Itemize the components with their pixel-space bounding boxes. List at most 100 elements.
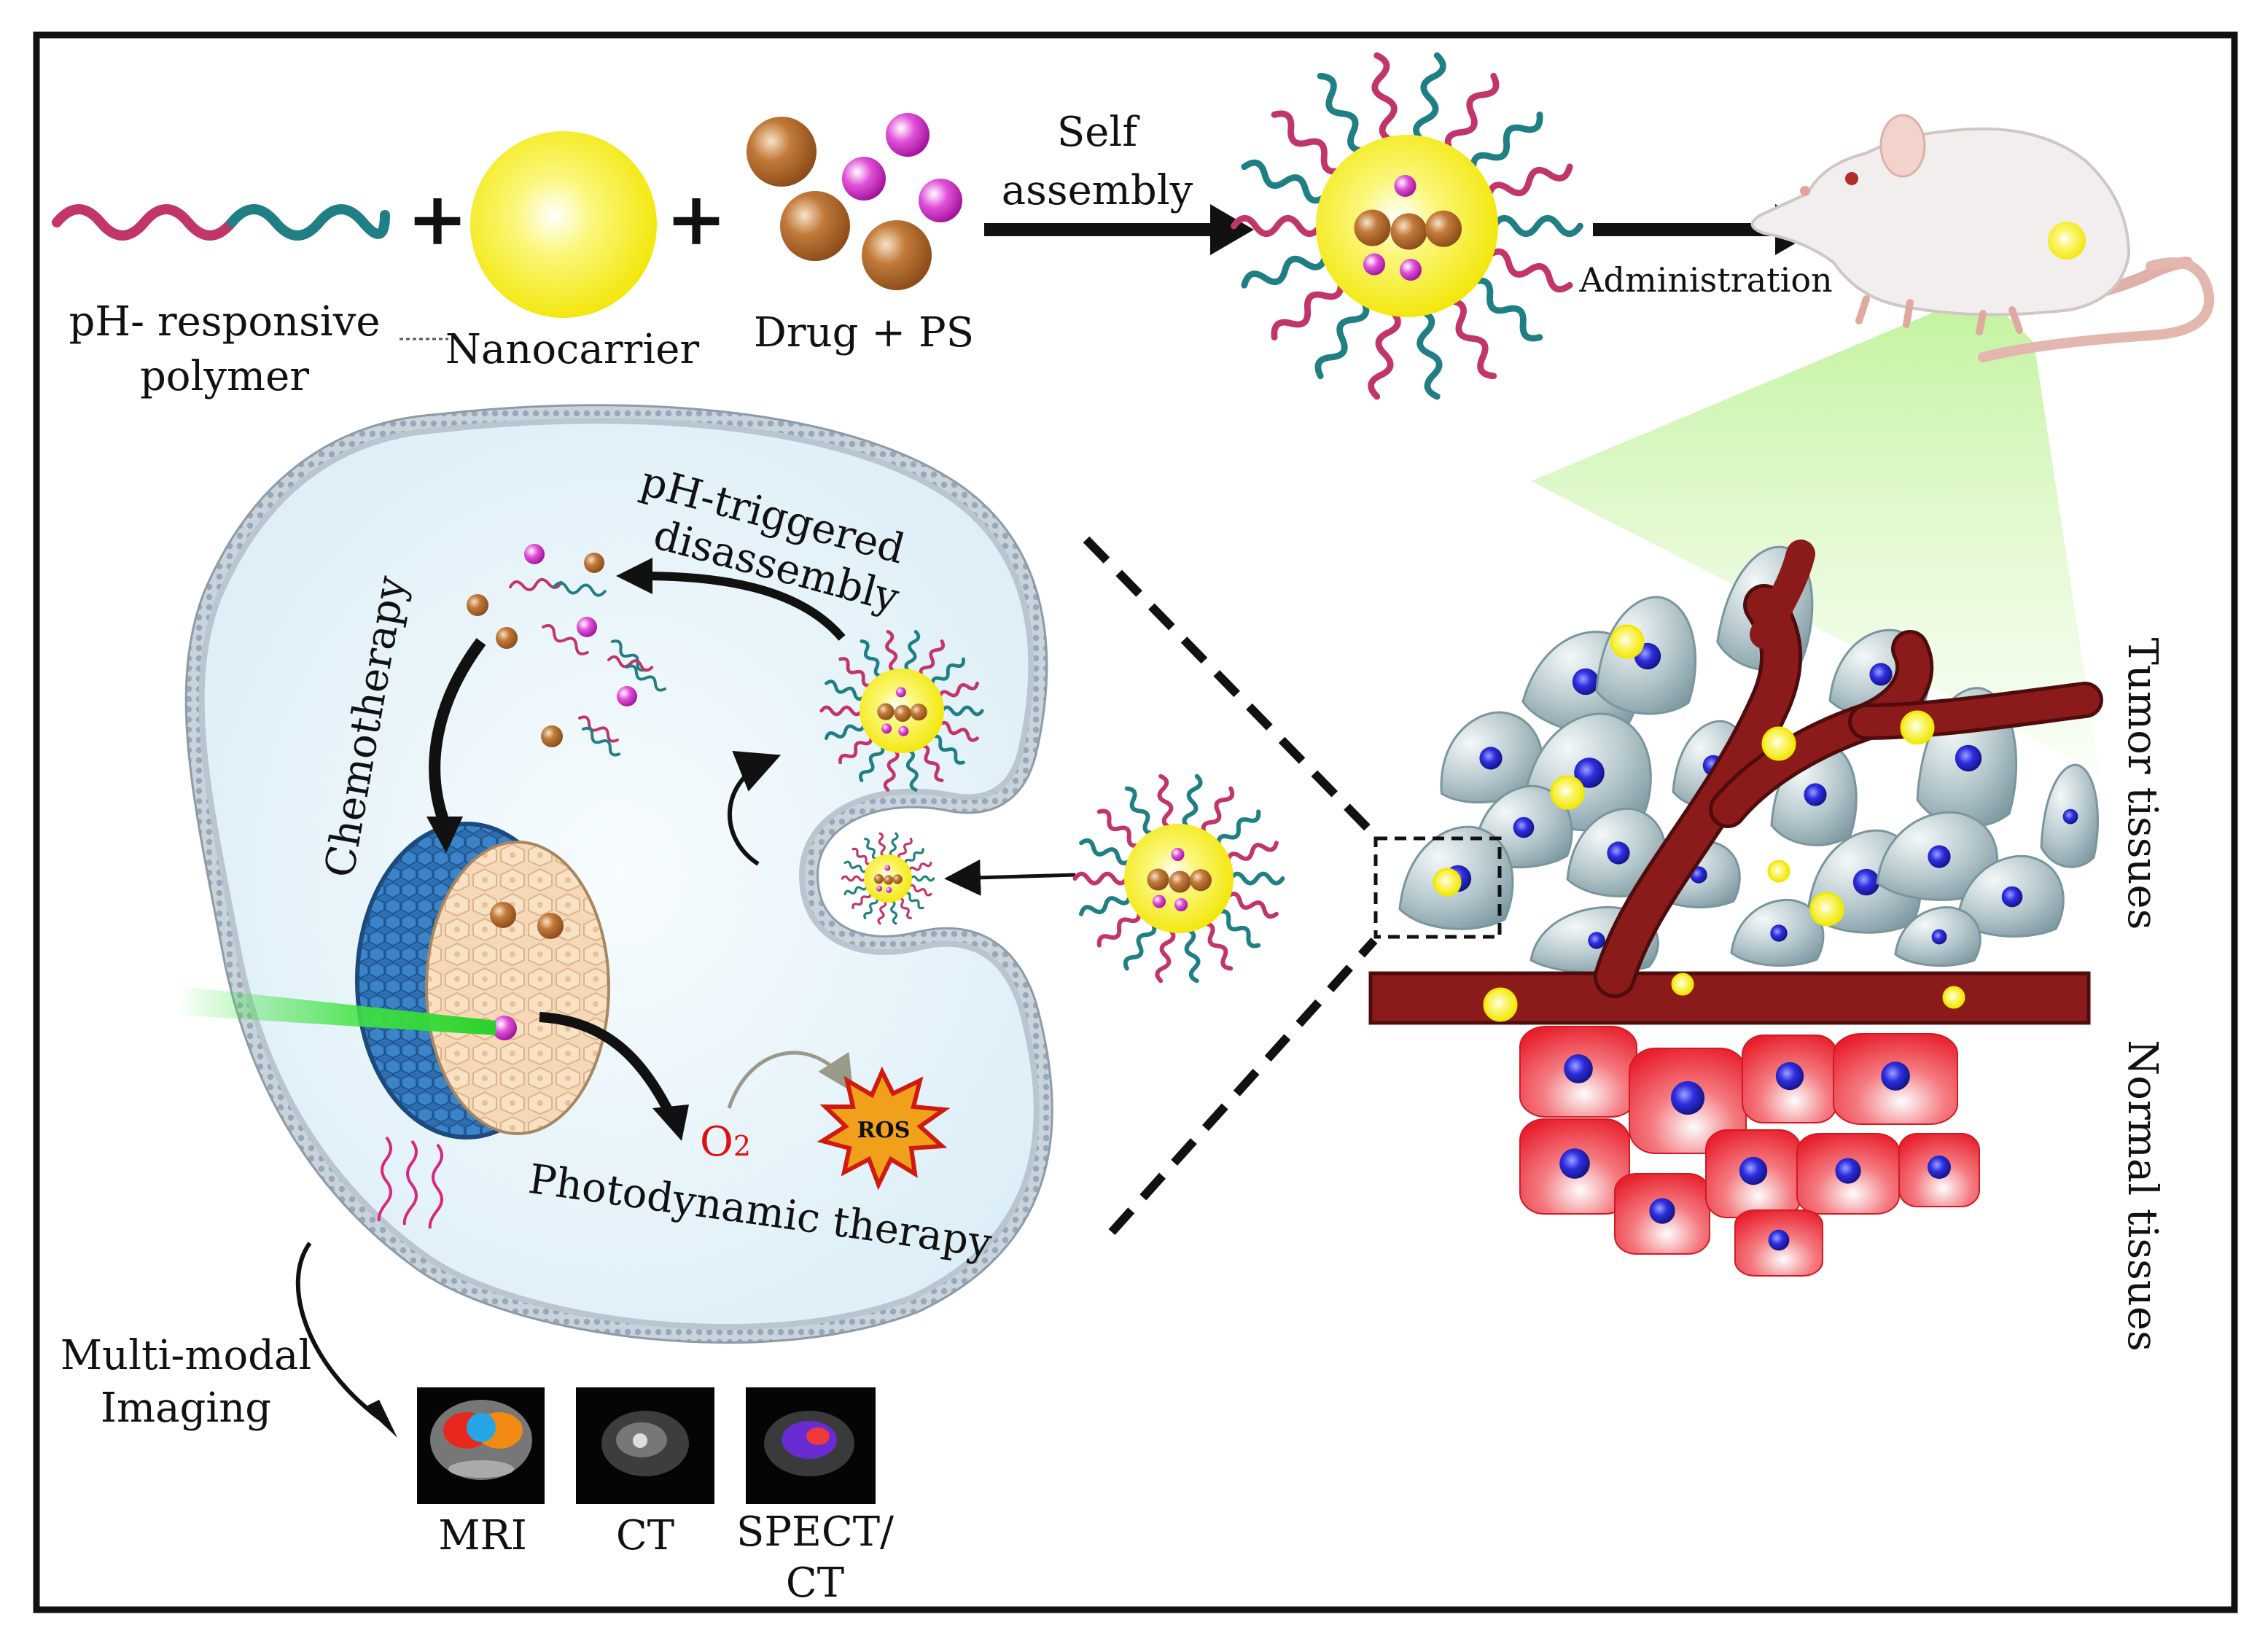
polymer-strand (1225, 892, 1279, 919)
ps-particle (898, 725, 909, 736)
self-assembly-label-line2: assembly (1002, 167, 1193, 214)
polymer-strand (883, 748, 900, 792)
polymer-strand (1096, 809, 1142, 849)
released-cargo (467, 544, 666, 757)
polymer-strand (1184, 927, 1201, 983)
polymer-strand (863, 897, 878, 919)
polymer-strand (940, 705, 984, 717)
zoom-line-bottom (1108, 937, 1378, 1236)
self-assembly-label-line1: Self (1057, 109, 1140, 156)
polymer-strand (1446, 297, 1497, 380)
polymer-strand (825, 679, 866, 701)
polymer-strand (1314, 297, 1370, 380)
o2-subscript: 2 (733, 1130, 751, 1162)
ps-particle (881, 723, 892, 734)
polymer-label-line1: pH- responsive (69, 298, 380, 346)
polymer-strand (890, 900, 898, 925)
polymer-strand (1231, 214, 1324, 238)
normal-nucleus (1649, 1198, 1675, 1224)
polymer-strand (838, 735, 873, 765)
polymer-strand (542, 624, 589, 655)
polymer-strand (582, 726, 621, 757)
cargo-particle (584, 553, 604, 573)
polymer-strand (1182, 774, 1203, 830)
plus-sign-1: + (407, 176, 468, 262)
cargo-particle (524, 544, 545, 564)
polymer-strand (877, 900, 887, 925)
polymer-label-line2: polymer (140, 353, 309, 400)
polymer-strand (938, 681, 979, 699)
tissue-nanoparticle (1900, 710, 1935, 745)
tumor-nucleus (1588, 932, 1605, 949)
polymer-strand (1368, 308, 1401, 400)
polymer-strand (1416, 308, 1443, 400)
tumor-nucleus (2062, 809, 2078, 825)
tumor-nucleus (1770, 924, 1788, 942)
polymer-strand (1201, 786, 1235, 836)
ct-label: CT (616, 1512, 674, 1559)
polymer-strand (920, 744, 944, 782)
polymer-strand (626, 664, 666, 692)
imaging-label-line1: Multi-modal (61, 1332, 312, 1379)
tumor-nucleus (2001, 886, 2023, 908)
polymer-strand (1216, 908, 1261, 948)
polymer-strand (885, 630, 898, 674)
polymer-strand (1225, 841, 1279, 863)
polymer-strand (1216, 809, 1261, 848)
polymer-strand (1202, 921, 1234, 971)
mri-image (417, 1387, 545, 1504)
polymer-strand (904, 848, 924, 865)
ct-image (576, 1387, 714, 1504)
drug-particle (884, 875, 894, 885)
internalization-arrow (728, 751, 782, 866)
tissue-nanoparticle (1671, 973, 1694, 996)
ps-particle (895, 687, 906, 698)
tumor-nucleus (1607, 841, 1630, 865)
drug-particle (877, 703, 895, 720)
normal-nucleus (1670, 1080, 1705, 1115)
polymer-strand (852, 847, 872, 865)
spect-ct-image (746, 1387, 876, 1504)
normal-nucleus (1775, 1061, 1804, 1091)
polymer-strand (1079, 838, 1133, 865)
polymer-strand (864, 838, 878, 860)
ps-particle (876, 885, 883, 892)
tissue-nanoparticle (1761, 726, 1796, 761)
chemotherapy-arrowhead (426, 817, 463, 853)
polymer-strand (1123, 921, 1157, 971)
drug-particle (894, 704, 911, 722)
polymer-strand (1444, 72, 1500, 155)
tumor-nucleus (1479, 747, 1503, 770)
polymer-strand (904, 892, 924, 910)
ps-particle (1153, 895, 1166, 908)
polymer-strand (908, 861, 932, 872)
polymer-strand (1157, 774, 1174, 830)
polymer-strand (819, 705, 864, 717)
assembled-nanoparticle (1231, 52, 1583, 400)
tissue-nanoparticle (1767, 860, 1790, 883)
tumor-nucleus (1928, 845, 1951, 868)
polymer-strand (553, 581, 607, 597)
cargo-particle (617, 686, 637, 706)
disassembly-arrowhead (616, 558, 652, 594)
polymer-strand (878, 832, 886, 857)
polymer-strand (930, 734, 965, 765)
polymer-strand (1485, 248, 1573, 293)
pdt-arrow (539, 1012, 676, 1118)
ps-particle (1171, 848, 1185, 861)
polymer-strand (509, 577, 563, 591)
chemotherapy-arrow (429, 638, 486, 826)
polymer-strand (1413, 52, 1446, 144)
cargo-particle (577, 617, 597, 637)
ros-label: ROS (857, 1118, 911, 1143)
o2-to-ros-arrow (727, 1051, 854, 1109)
polymer-strand (897, 838, 913, 860)
zoom-line-top (1083, 536, 1378, 838)
polymer-strand (825, 722, 866, 741)
tissue-nanoparticle (1433, 868, 1462, 897)
polymer-strand (938, 720, 979, 742)
polymer-strand (843, 860, 868, 873)
polymer-strand (908, 884, 932, 897)
polymer-strand (1490, 214, 1583, 238)
tumor-nucleus (1572, 668, 1599, 696)
